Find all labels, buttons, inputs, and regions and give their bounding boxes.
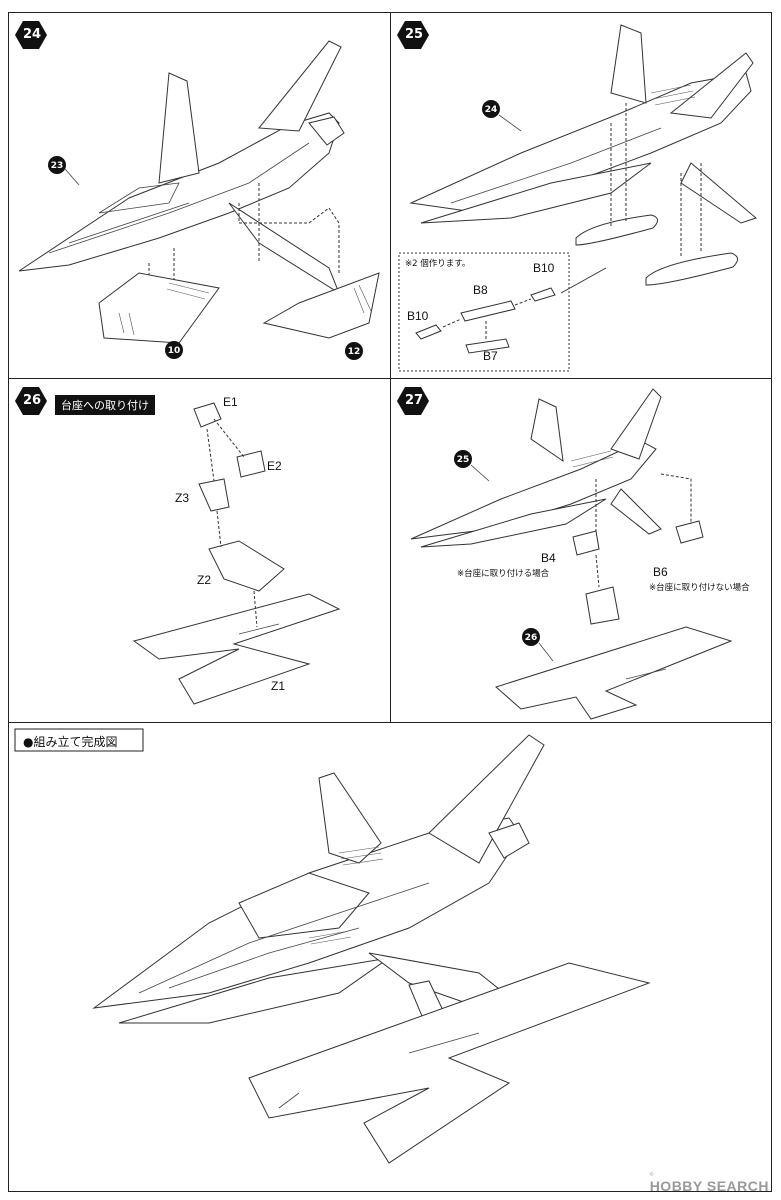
callout-25: 25 xyxy=(457,455,470,465)
watermark-text: HOBBY SEARCH xyxy=(649,1178,769,1194)
part-label-e1: E1 xyxy=(223,395,238,409)
part-label-b10-top: B10 xyxy=(533,261,555,275)
inset-note: ※2 個作ります。 xyxy=(405,259,471,269)
part-label-z1: Z1 xyxy=(271,679,286,693)
callout-12: 12 xyxy=(348,347,361,357)
callout-24: 24 xyxy=(485,105,498,115)
finished-panel: ●組み立て完成図 xyxy=(8,722,772,1192)
watermark: © HOBBY SEARCH xyxy=(649,1172,769,1194)
note-with-stand: ※台座に取り付ける場合 xyxy=(457,569,550,579)
step-24-panel: 23 10 12 24 xyxy=(8,12,392,380)
step-25-panel: 24 25 ※2 個作ります。 B10 B8 B10 B7 xyxy=(390,12,772,380)
callout-10: 10 xyxy=(168,346,181,356)
note-without-stand: ※台座に取り付けない場合 xyxy=(649,583,750,593)
step-number: 26 xyxy=(23,393,42,408)
part-label-e2: E2 xyxy=(267,459,282,473)
finished-illustration xyxy=(14,728,651,1164)
step-number: 27 xyxy=(405,393,424,408)
step-27-panel: 25 26 27 B4 ※台座に取り付ける場合 B6 ※台座に取り付けない場合 xyxy=(390,378,772,724)
step-26-panel: 26 台座への取り付け E1 E2 Z3 Z2 Z1 xyxy=(8,378,392,724)
part-label-b6: B6 xyxy=(653,565,668,579)
step-26-illustration xyxy=(15,387,341,705)
part-label-b4: B4 xyxy=(541,551,556,565)
part-label-b8: B8 xyxy=(473,283,488,297)
part-label-b7: B7 xyxy=(483,349,498,363)
callout-26: 26 xyxy=(525,633,538,643)
step-24-illustration: 23 10 12 xyxy=(15,21,380,360)
part-label-z2: Z2 xyxy=(197,573,212,587)
step-number: 24 xyxy=(23,27,42,42)
step-27-illustration: 25 26 xyxy=(397,387,733,720)
finished-view-label: ●組み立て完成図 xyxy=(23,735,118,749)
step-number: 25 xyxy=(405,27,424,42)
step-25-illustration: 24 xyxy=(397,21,758,372)
callout-23: 23 xyxy=(51,161,64,171)
step-banner: 台座への取り付け xyxy=(55,395,155,415)
step-badge xyxy=(15,21,47,49)
watermark-copyright: © xyxy=(649,1172,654,1178)
part-label-z3: Z3 xyxy=(175,491,190,505)
part-label-b10-left: B10 xyxy=(407,309,429,323)
